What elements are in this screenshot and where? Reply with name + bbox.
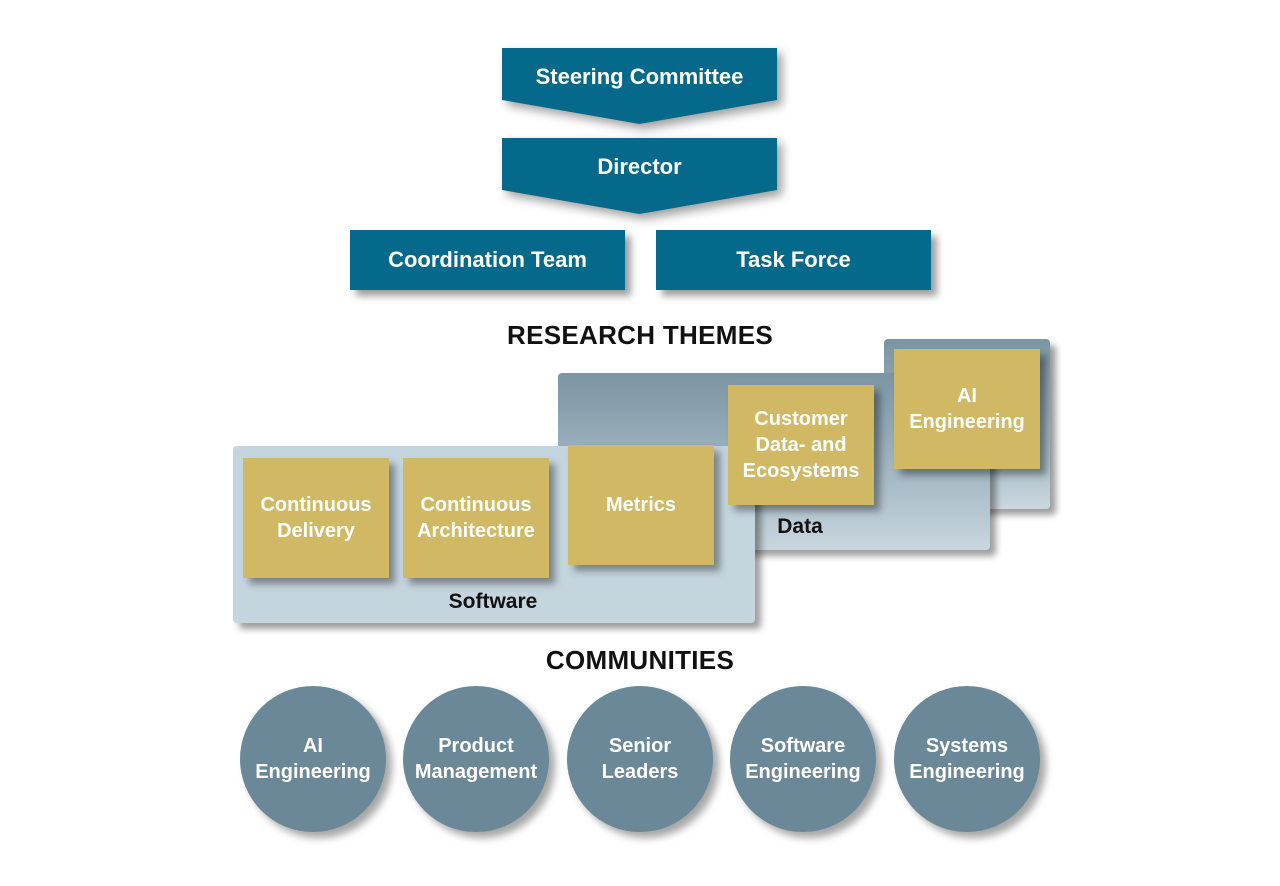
community-ai-engineering-label: AI Engineering [255,735,371,783]
community-systems-engineering-label: Systems Engineering [909,735,1025,783]
research-themes-heading: RESEARCH THEMES [507,320,773,350]
theme-continuous-architecture: Continuous Architecture [403,458,549,578]
community-ai-engineering: AI Engineering [240,686,386,832]
theme-continuous-architecture-label: Continuous Architecture [417,494,535,542]
community-systems-engineering: Systems Engineering [894,686,1040,832]
director-box: Director [502,138,777,214]
community-product-management: Product Management [403,686,549,832]
community-product-management-label: Product Management [414,735,538,783]
community-senior-leaders-label: Senior Leaders [601,735,679,783]
director-label: Director [597,154,682,179]
coordination-team-box: Coordination Team [350,230,625,290]
community-software-engineering: Software Engineering [730,686,876,832]
theme-continuous-delivery-label: Continuous Delivery [260,494,372,542]
theme-continuous-delivery: Continuous Delivery [243,458,389,578]
data-group-label: Data [777,515,823,538]
software-group-label: Software [448,590,538,613]
community-software-engineering-label: Software Engineering [745,735,861,783]
communities-heading: COMMUNITIES [545,645,735,675]
theme-customer-data-ecosystems: Customer Data- and Ecosystems [728,385,874,505]
task-force-box: Task Force [656,230,931,290]
theme-customer-data-ecosystems-label: Customer Data- and Ecosystems [742,408,860,482]
theme-ai-engineering-label: AI Engineering [909,385,1025,433]
steering-committee-label: Steering Committee [535,64,744,89]
theme-metrics: Metrics [568,445,714,565]
director-shape [502,138,777,214]
steering-committee-shape [502,48,777,124]
steering-committee-box: Steering Committee [502,48,777,124]
task-force-label: Task Force [736,247,851,272]
community-senior-leaders: Senior Leaders [567,686,713,832]
coordination-team-label: Coordination Team [388,247,587,272]
theme-ai-engineering: AI Engineering [894,349,1040,469]
theme-metrics-label: Metrics [605,494,677,516]
